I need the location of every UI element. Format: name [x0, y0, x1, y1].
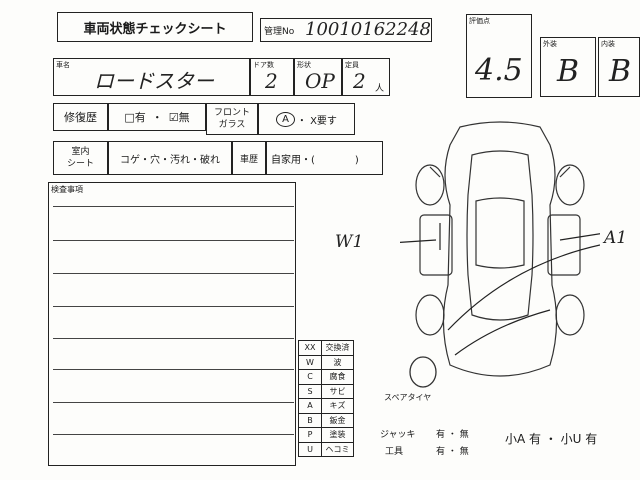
car-history-value: 自家用・( ): [266, 141, 383, 175]
inspection-box: 検査事項: [48, 182, 296, 466]
capacity-unit: 人: [375, 84, 385, 94]
glass-rest: ・ X要す: [296, 115, 337, 127]
interior-value: B: [609, 54, 632, 89]
repair-options: □有 ・ ☑無: [108, 103, 206, 131]
capacity-box: 定員 2 人: [342, 58, 390, 96]
tool-yesno: 有 ・ 無: [436, 447, 469, 457]
doors-label: ドア数: [253, 61, 274, 69]
repair-dot: ・: [151, 111, 163, 124]
shape-box: 形状 OP: [294, 58, 342, 96]
inspection-line: [53, 240, 294, 241]
mgmt-box: 管理No 10010162248: [260, 18, 432, 42]
car-name-label: 車名: [56, 61, 70, 69]
interior-row-text: コゲ・穴・汚れ・破れ: [108, 141, 232, 175]
interior-label: 内装: [601, 40, 615, 48]
interior-row-label: 室内 シート: [53, 141, 108, 175]
mgmt-label: 管理No: [264, 27, 295, 37]
small-parts: 小A 有 ・ 小U 有: [505, 432, 598, 446]
inspection-line: [53, 273, 294, 274]
inspection-label: 検査事項: [51, 185, 83, 194]
capacity-value: 2: [353, 69, 366, 93]
shape-value: OP: [305, 69, 335, 93]
car-history-label: 車歴: [232, 141, 266, 175]
inspection-line: [53, 306, 294, 307]
mgmt-value: 10010162248: [305, 19, 431, 40]
grade-box: 評価点 4.5: [466, 14, 532, 98]
grade-value: 4.5: [475, 53, 523, 88]
title-box: 車両状態チェックシート: [57, 12, 253, 42]
capacity-label: 定員: [345, 61, 359, 69]
glass-label: フロント ガラス: [206, 103, 258, 135]
interior-box: 内装 B: [598, 37, 640, 97]
exterior-box: 外装 B: [540, 37, 596, 97]
inspection-line: [53, 338, 294, 339]
spare-tire-label: スペアタイヤ: [384, 393, 432, 402]
jack-yesno: 有 ・ 無: [436, 430, 469, 440]
car-diagram: [400, 121, 600, 377]
exterior-label: 外装: [543, 40, 557, 48]
inspection-line: [53, 402, 294, 403]
car-name-value: ロードスター: [94, 69, 214, 93]
inspection-line: [53, 369, 294, 370]
doors-value: 2: [265, 69, 278, 93]
grade-label: 評価点: [469, 17, 490, 25]
annotation-right: A1: [604, 228, 628, 248]
exterior-value: B: [557, 54, 580, 89]
annotation-left: W1: [335, 232, 364, 252]
spare-tire-icon: [409, 356, 437, 388]
jack-label: ジャッキ: [380, 430, 416, 440]
car-name-box: 車名 ロードスター: [53, 58, 250, 96]
title: 車両状態チェックシート: [83, 21, 227, 37]
shape-label: 形状: [297, 61, 311, 69]
repair-no: ☑無: [168, 111, 190, 124]
glass-ok: A: [276, 111, 295, 127]
inspection-line: [53, 434, 294, 435]
doors-box: ドア数 2: [250, 58, 294, 96]
glass-options: A ・ X要す: [258, 103, 355, 135]
inspection-line: [53, 206, 294, 207]
repair-yes: □有: [124, 111, 146, 124]
repair-label: 修復歴: [53, 103, 108, 131]
tool-label: 工具: [385, 447, 404, 457]
